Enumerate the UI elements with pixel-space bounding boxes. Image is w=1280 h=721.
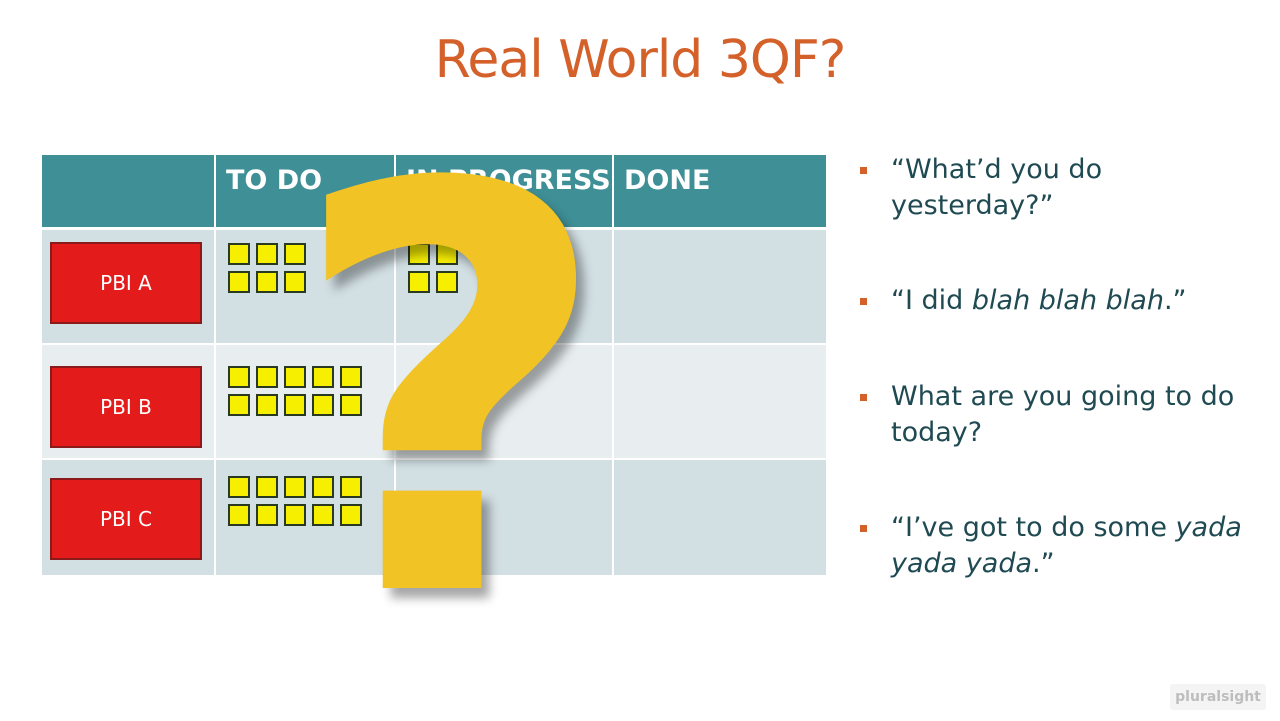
column-divider <box>214 230 216 575</box>
task-note <box>340 504 362 526</box>
task-note <box>436 271 458 293</box>
column-divider <box>612 230 614 575</box>
task-note <box>312 504 334 526</box>
task-note <box>256 476 278 498</box>
todo-tasks-a <box>228 243 306 293</box>
board-header-blank <box>42 155 214 227</box>
bullet-segment: .” <box>1163 285 1187 316</box>
task-note <box>256 243 278 265</box>
task-note <box>228 504 250 526</box>
pbi-card-c: PBI C <box>50 478 202 560</box>
bullet-segment: What are you going to do today? <box>891 381 1235 448</box>
task-board: TO DO IN PROGRESS DONE PBI A PBI B PBI C <box>42 155 826 575</box>
task-note <box>228 243 250 265</box>
bullet-marker <box>860 394 867 401</box>
todo-tasks-c <box>228 476 362 526</box>
in-progress-tasks-a <box>408 243 458 293</box>
pbi-card-a: PBI A <box>50 242 202 324</box>
column-header-todo: TO DO <box>216 155 394 227</box>
task-note <box>312 394 334 416</box>
task-note <box>436 243 458 265</box>
task-note <box>256 394 278 416</box>
bullet-segment: .” <box>1032 548 1055 579</box>
task-note <box>284 394 306 416</box>
bullet-emphasis: blah blah blah <box>971 285 1164 316</box>
column-header-done: DONE <box>614 155 826 227</box>
task-note <box>340 366 362 388</box>
column-header-label: DONE <box>624 165 711 196</box>
task-note <box>312 476 334 498</box>
task-note <box>312 366 334 388</box>
task-note <box>256 366 278 388</box>
task-note <box>228 271 250 293</box>
pbi-card-b: PBI B <box>50 366 202 448</box>
task-note <box>284 504 306 526</box>
bullet-text: “I’ve got to do some yada yada yada.” <box>891 510 1248 582</box>
bullet-item: “I did blah blah blah.” <box>858 283 1248 319</box>
bullet-marker <box>860 525 867 532</box>
task-note <box>408 271 430 293</box>
column-header-label: TO DO <box>226 165 323 196</box>
todo-tasks-b <box>228 366 362 416</box>
task-note <box>228 476 250 498</box>
bullet-item: What are you going to do today? <box>858 379 1248 451</box>
bullet-text: “What’d you do yesterday?” <box>891 152 1248 224</box>
column-header-in-progress: IN PROGRESS <box>396 155 612 227</box>
bullet-item: “What’d you do yesterday?” <box>858 152 1248 224</box>
bullet-marker <box>860 167 867 174</box>
bullet-item: “I’ve got to do some yada yada yada.” <box>858 510 1248 582</box>
task-note <box>340 394 362 416</box>
bullet-segment: “I did <box>891 285 972 316</box>
task-note <box>340 476 362 498</box>
bullet-text: “I did blah blah blah.” <box>891 283 1248 319</box>
task-note <box>408 243 430 265</box>
task-note <box>284 366 306 388</box>
task-note <box>256 504 278 526</box>
column-divider <box>394 230 396 575</box>
task-note <box>284 243 306 265</box>
column-header-label: IN PROGRESS <box>406 165 611 196</box>
bullet-segment: “What’d you do yesterday?” <box>891 154 1103 221</box>
slide-title: Real World 3QF? <box>434 30 847 90</box>
task-note <box>284 271 306 293</box>
bullet-text: What are you going to do today? <box>891 379 1248 451</box>
bullet-marker <box>860 298 867 305</box>
pluralsight-logo: pluralsight <box>1170 684 1266 710</box>
bullet-emphasis: yada yada yada <box>891 512 1242 579</box>
question-mark-graphic: ? <box>287 69 613 721</box>
task-note <box>256 271 278 293</box>
bullet-segment: “I’ve got to do some <box>891 512 1176 543</box>
task-note <box>284 476 306 498</box>
task-note <box>228 394 250 416</box>
task-note <box>228 366 250 388</box>
